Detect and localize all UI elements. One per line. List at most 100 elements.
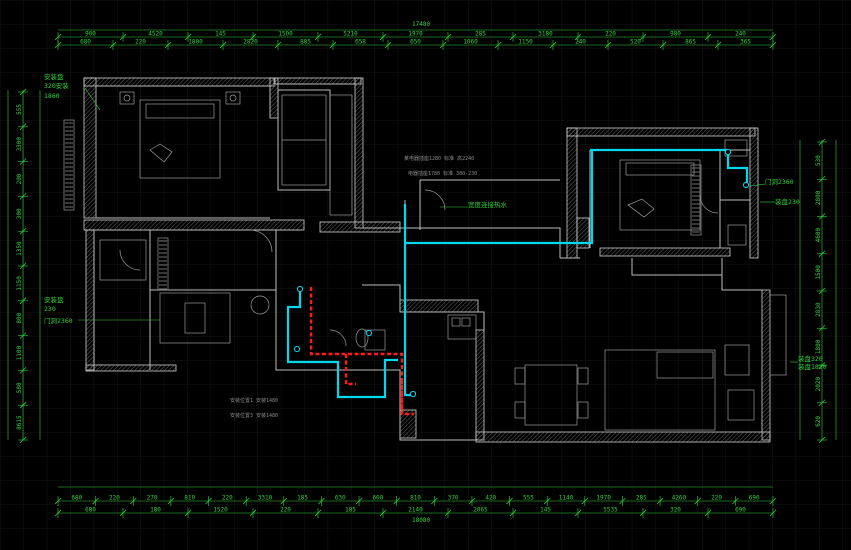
dimension-label: 5210 bbox=[343, 31, 358, 38]
cold-outlet bbox=[293, 345, 301, 353]
cold-outlet bbox=[409, 390, 417, 398]
dimension-label: 520 bbox=[630, 39, 641, 46]
dimension-label: 185 bbox=[345, 507, 356, 514]
dimension-label: 180 bbox=[150, 507, 161, 514]
dimension-label: 1150 bbox=[16, 276, 23, 291]
dimension-label: 680 bbox=[85, 507, 96, 514]
dimension-label: 2820 bbox=[243, 39, 258, 46]
cold-outlet bbox=[724, 148, 732, 156]
dimension-label: 1060 bbox=[463, 39, 478, 46]
dimension-label: 220 bbox=[135, 39, 146, 46]
dimension-label: 1970 bbox=[596, 495, 611, 502]
dimension-label: 690 bbox=[735, 507, 746, 514]
overall-width-top: 17480 bbox=[412, 21, 430, 28]
annotations: 安装盘 320安装 1860 安装盘 230 门洞2360 门洞2360 装盘2… bbox=[44, 72, 827, 419]
pipe-note: 宽度连接热水 bbox=[468, 200, 508, 209]
label-left-mid-1: 安装盘 bbox=[44, 295, 64, 304]
dimension-label: 365 bbox=[740, 39, 751, 46]
dimension-label: 220 bbox=[711, 495, 722, 502]
dimension-label: 220 bbox=[605, 31, 616, 38]
dimension-label: 145 bbox=[215, 31, 226, 38]
dimension-label: 1500 bbox=[278, 31, 293, 38]
dimension-label: 4260 bbox=[672, 495, 687, 502]
dimension-label: 4600 bbox=[815, 228, 822, 243]
floor-plan-walls bbox=[83, 77, 771, 443]
wardrobe bbox=[63, 119, 75, 211]
dimension-label: 220 bbox=[109, 495, 120, 502]
dimension-label: 810 bbox=[410, 495, 421, 502]
dimension-label: 690 bbox=[749, 495, 760, 502]
dimension-label: 555 bbox=[16, 104, 23, 115]
dimension-label: 285 bbox=[636, 495, 647, 502]
dimension-label: 3310 bbox=[258, 495, 273, 502]
dimension-label: 900 bbox=[85, 31, 96, 38]
label-right-top-2: 装盘230 bbox=[775, 197, 800, 206]
label-left-mid-3: 门洞2360 bbox=[44, 316, 73, 325]
dimension-label: 1800 bbox=[188, 39, 203, 46]
dimension-label: 885 bbox=[300, 39, 311, 46]
cold-pipe-main bbox=[403, 148, 749, 397]
label-left-top-3: 1860 bbox=[44, 92, 60, 100]
dimension-label: 3300 bbox=[16, 137, 23, 152]
label-left-top-1: 安装盘 bbox=[44, 72, 64, 81]
dimension-label: 220 bbox=[280, 507, 291, 514]
dimension-label: 270 bbox=[147, 495, 158, 502]
dimension-label: 530 bbox=[815, 155, 822, 166]
dimension-label: 810 bbox=[184, 495, 195, 502]
hot-water-pipe bbox=[309, 287, 414, 416]
dimension-label: 2140 bbox=[408, 507, 423, 514]
overall-width-bottom: 18080 bbox=[412, 517, 430, 524]
center-note-1: 某电器插座1280 标准 高2240 bbox=[404, 155, 474, 162]
dimension-label: 680 bbox=[71, 495, 82, 502]
dimension-label: 300 bbox=[16, 208, 23, 219]
door-swings bbox=[119, 189, 719, 347]
dimension-label: 1140 bbox=[559, 495, 574, 502]
wardrobe bbox=[157, 237, 169, 291]
center-note-2: 电器插座1780 标准 380-230 bbox=[408, 170, 477, 177]
dimension-label: 620 bbox=[815, 416, 822, 427]
bottom-note-1: 安装位置1 安装1480 bbox=[230, 397, 278, 404]
dimension-label: 1350 bbox=[16, 241, 23, 256]
label-right-mid-2: 装盘1820 bbox=[798, 362, 827, 371]
dimension-label: 185 bbox=[297, 495, 308, 502]
dimension-label: 865 bbox=[685, 39, 696, 46]
dimension-label: 680 bbox=[80, 39, 91, 46]
dimension-label: 420 bbox=[485, 495, 496, 502]
dimension-label: 2020 bbox=[815, 377, 822, 392]
dimension-label: 1520 bbox=[213, 507, 228, 514]
cold-outlet bbox=[365, 329, 373, 337]
dimension-label: 8615 bbox=[16, 415, 23, 430]
dimension-label: 658 bbox=[355, 39, 366, 46]
dimension-label: 580 bbox=[16, 382, 23, 393]
dimension-label: 650 bbox=[410, 39, 421, 46]
dimension-label: 1970 bbox=[408, 31, 423, 38]
label-right-mid-1: 装盘320 bbox=[798, 354, 823, 363]
dimension-label: 1800 bbox=[815, 339, 822, 354]
label-left-top-2: 320安装 bbox=[44, 81, 69, 90]
dimension-label: 555 bbox=[523, 495, 534, 502]
dimension-label: 220 bbox=[222, 495, 233, 502]
dimension-label: 145 bbox=[540, 507, 551, 514]
dimension-label: 630 bbox=[335, 495, 346, 502]
label-right-top-1: 门洞2360 bbox=[765, 177, 794, 186]
dimension-label: 5535 bbox=[603, 507, 618, 514]
bottom-note-2: 安装位置3 安装1480 bbox=[230, 412, 278, 419]
dimension-label: 240 bbox=[575, 39, 586, 46]
dimension-label: 1150 bbox=[518, 39, 533, 46]
dimension-label: 1100 bbox=[16, 345, 23, 360]
dimension-label: 200 bbox=[16, 173, 23, 184]
furniture bbox=[63, 91, 787, 431]
dimension-label: 3180 bbox=[538, 31, 553, 38]
dimension-label: 370 bbox=[448, 495, 459, 502]
label-left-mid-2: 230 bbox=[44, 305, 56, 313]
bottom-dimension-chain: 18080 680 220 270 810 220 3310 185 630 600 810 370… bbox=[54, 486, 777, 524]
cold-pipe-left bbox=[286, 289, 398, 399]
dimension-label: 600 bbox=[372, 495, 383, 502]
dimension-label: 320 bbox=[670, 507, 681, 514]
dimension-label: 285 bbox=[475, 31, 486, 38]
dimension-label: 2065 bbox=[473, 507, 488, 514]
